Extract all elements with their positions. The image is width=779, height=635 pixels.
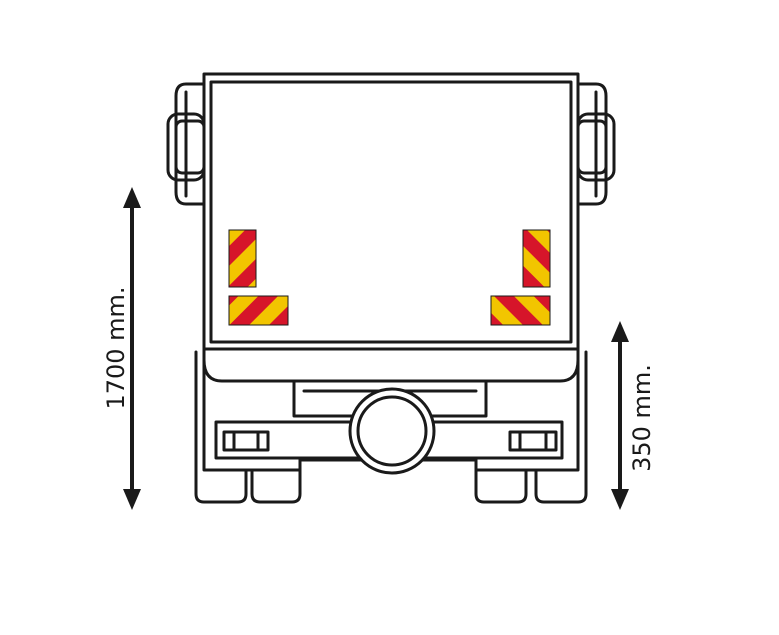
warning-marker-plates: [228, 229, 551, 326]
marker-plate-left-horizontal: [228, 295, 289, 326]
marker-plate-right-horizontal: [490, 295, 551, 326]
cargo-box: [202, 72, 580, 351]
dimension-label-350: 350 mm.: [628, 364, 656, 472]
dimension-350: 350 mm.: [611, 321, 656, 510]
arrow-head-down-icon: [123, 489, 141, 510]
marker-plate-right-vertical: [522, 229, 551, 288]
left-mirror: [166, 82, 206, 206]
arrow-head-down-icon: [611, 489, 629, 510]
rear-wheels: [194, 350, 588, 504]
dimension-1700: 1700 mm.: [102, 187, 141, 510]
dimension-label-1700: 1700 mm.: [102, 286, 130, 409]
marker-plate-left-vertical: [228, 229, 257, 288]
tow-hitch: [348, 387, 436, 475]
arrow-head-up-icon: [123, 187, 141, 208]
arrow-head-up-icon: [611, 321, 629, 342]
right-mirror: [576, 82, 616, 206]
